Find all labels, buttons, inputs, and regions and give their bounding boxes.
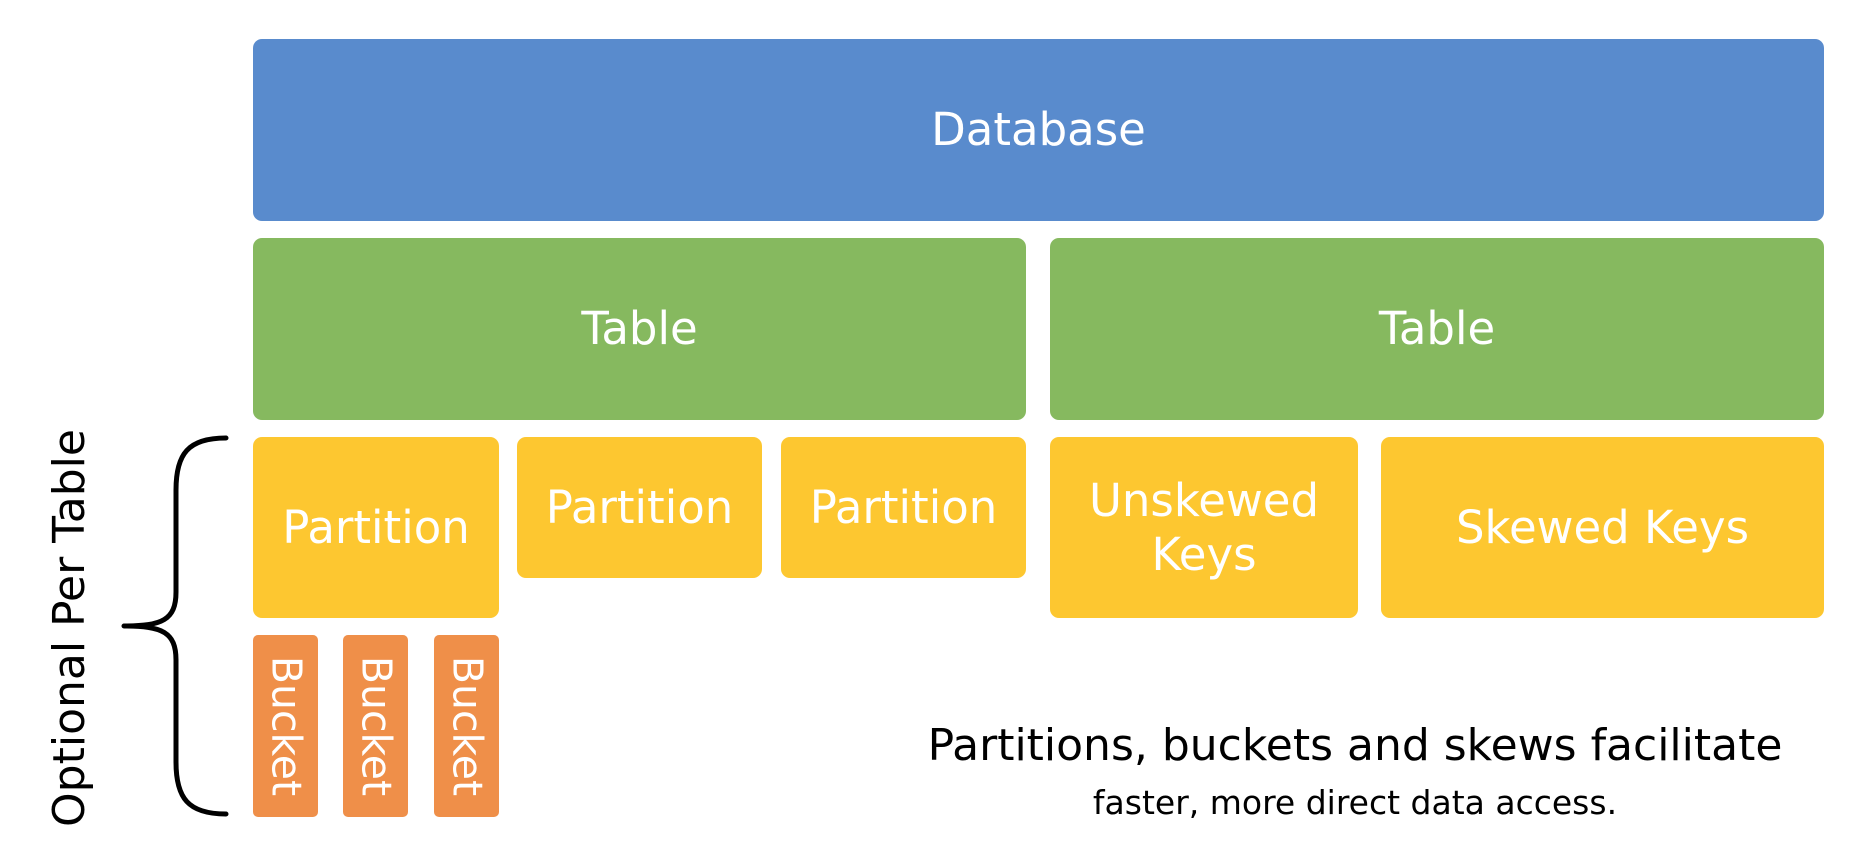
- curly-brace-icon: [121, 435, 229, 817]
- table-label: Table: [581, 302, 698, 356]
- bucket-box-1: Bucket: [253, 635, 318, 817]
- skewed-keys-label: Skewed Keys: [1455, 500, 1750, 554]
- partition-box-1: Partition: [253, 437, 499, 618]
- bucket-box-3: Bucket: [434, 635, 499, 817]
- unskewed-keys-label-line2: Keys: [1151, 527, 1257, 581]
- database-label: Database: [931, 103, 1146, 157]
- bucket-label: Bucket: [443, 655, 491, 797]
- partition-label: Partition: [545, 480, 734, 534]
- database-box: Database: [253, 39, 1824, 221]
- caption-main: Partitions, buckets and skews facilitate: [927, 720, 1783, 771]
- optional-per-table-label: Optional Per Table: [44, 429, 95, 827]
- partition-label: Partition: [282, 500, 470, 554]
- table-box-2: Table: [1050, 238, 1824, 420]
- unskewed-keys-label-line1: Unskewed: [1088, 474, 1320, 528]
- bucket-box-2: Bucket: [343, 635, 408, 817]
- caption-sub: faster, more direct data access.: [1092, 783, 1618, 822]
- bucket-label: Bucket: [352, 655, 400, 797]
- bucket-label: Bucket: [262, 655, 310, 797]
- table-box-1: Table: [253, 238, 1026, 420]
- partition-box-3: Partition: [781, 437, 1026, 578]
- partition-label: Partition: [809, 480, 998, 534]
- table-label: Table: [1378, 302, 1496, 356]
- skewed-keys-box: Skewed Keys: [1381, 437, 1824, 618]
- partition-box-2: Partition: [517, 437, 762, 578]
- unskewed-keys-box: Unskewed Keys: [1050, 437, 1358, 618]
